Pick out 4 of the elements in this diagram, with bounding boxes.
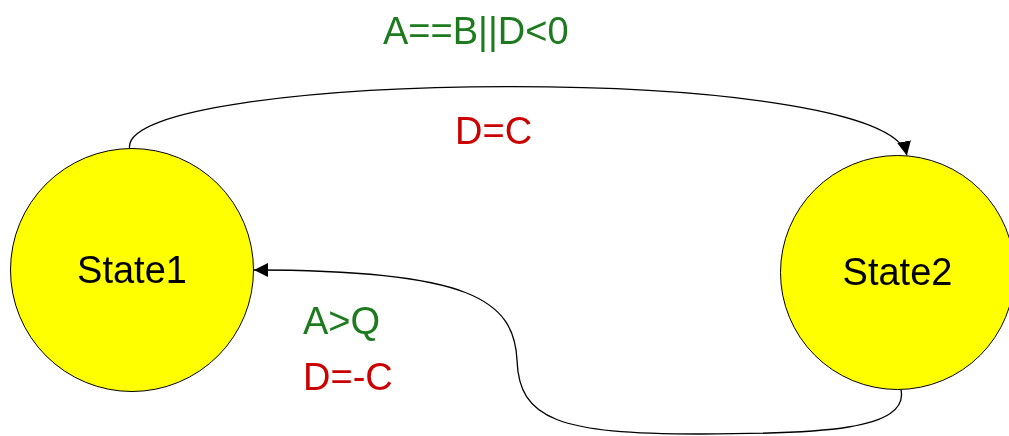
state-label: State1 bbox=[77, 248, 187, 292]
transition-arrow bbox=[128, 86, 908, 157]
state-label: State2 bbox=[842, 251, 953, 294]
transition-arrow bbox=[253, 263, 902, 435]
